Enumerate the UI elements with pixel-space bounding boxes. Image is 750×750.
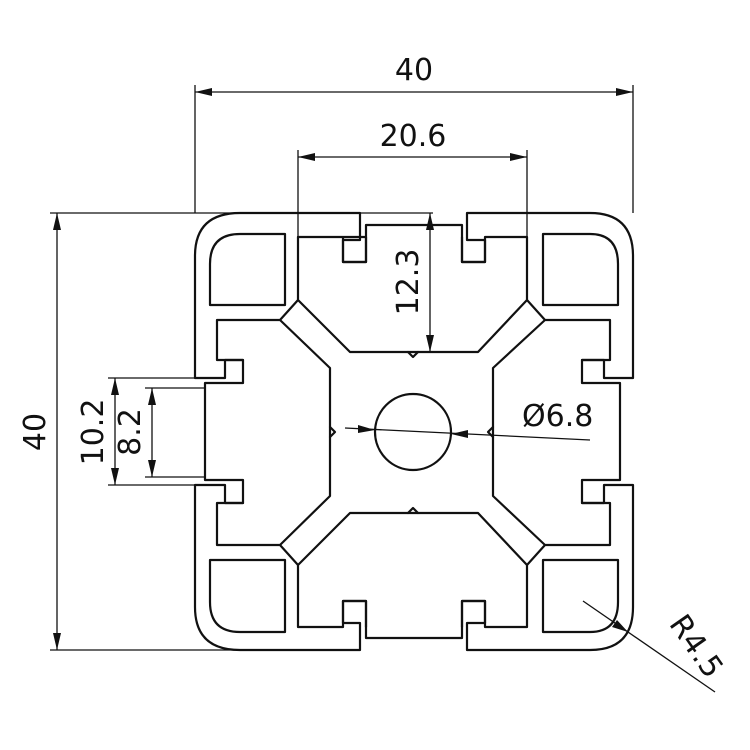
dimension-slot-outer: 10.2 (76, 377, 195, 486)
chamber-top-right (541, 232, 620, 307)
dimension-slot-width: 20.6 (297, 119, 528, 237)
slot-outer-label: 10.2 (76, 399, 111, 466)
slot-depth-label: 12.3 (391, 249, 426, 316)
slot-inner-label: 8.2 (113, 408, 148, 456)
center-bore (373, 392, 453, 472)
center-bore-label: Ø6.8 (522, 399, 593, 434)
overall-width-label: 40 (395, 53, 433, 88)
core-notch-left (328, 425, 337, 439)
core-notch-top (406, 350, 420, 359)
dimension-center-bore: Ø6.8 (344, 399, 593, 441)
dimension-slot-inner: 8.2 (113, 387, 205, 478)
dimension-slot-depth: 12.3 (391, 213, 434, 352)
dimension-overall-width: 40 (194, 53, 634, 213)
core-notch-bottom (406, 506, 420, 515)
profile-outer-contour (193, 211, 635, 652)
overall-height-label: 40 (18, 413, 53, 451)
profile-core-contour (215, 235, 612, 629)
slot-width-label: 20.6 (380, 119, 447, 154)
chamber-bottom-left (208, 558, 287, 634)
corner-radius-label: R4.5 (662, 608, 730, 684)
dimension-overall-height: 40 (18, 212, 433, 651)
dimension-corner-radius: R4.5 (582, 600, 730, 693)
profile-inner-contour (296, 235, 368, 264)
chamber-top-left (208, 232, 287, 307)
chamber-bottom-right (541, 558, 620, 634)
